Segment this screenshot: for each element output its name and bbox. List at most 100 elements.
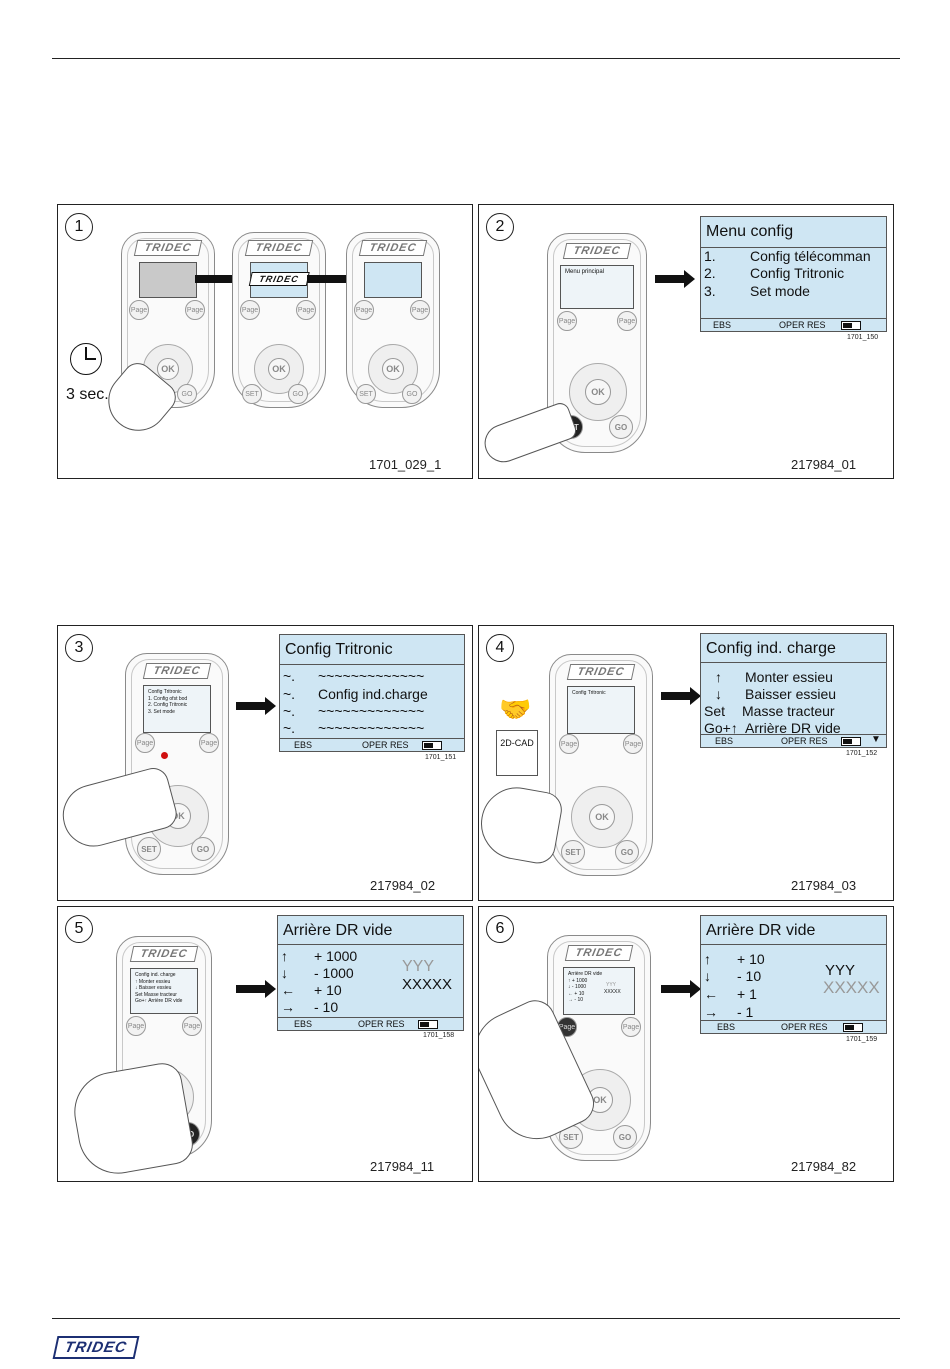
go-button[interactable]: GO <box>609 415 633 439</box>
battery-icon <box>843 1023 863 1032</box>
page-up-button[interactable]: Page <box>240 300 260 320</box>
page-down-button[interactable]: Page <box>199 733 219 753</box>
page-down-button[interactable]: Page <box>623 734 643 754</box>
page-up-button[interactable]: Page <box>557 311 577 331</box>
footer-ebs: EBS <box>294 1019 313 1029</box>
lcd-code: 1701_150 <box>847 334 879 341</box>
lcd-code: 1701_159 <box>846 1036 878 1043</box>
remote-screen: Menu principal <box>560 265 634 309</box>
mini-screen-value: YYY <box>606 982 617 988</box>
lcd-row-label: Arrière DR vide <box>745 720 841 736</box>
scroll-down-icon: ▼ <box>871 734 881 745</box>
page-down-button[interactable]: Page <box>296 300 316 320</box>
set-button[interactable]: SET <box>137 837 161 861</box>
lcd-row-key: ~. <box>283 703 296 719</box>
page-down-button[interactable]: Page <box>617 311 637 331</box>
step-number: 2 <box>486 213 514 241</box>
arrow-icon <box>236 697 276 715</box>
remote-screen: Config ind. charge ↑ Monter essieu ↓ Bai… <box>130 968 198 1014</box>
go-button[interactable]: GO <box>402 384 422 404</box>
panel-6: 6 TRIDEC Arrière DR vide ↑ + 1000 ↓ - 10… <box>478 906 894 1182</box>
page-up-button[interactable]: Page <box>354 300 374 320</box>
footer-oper-res: OPER RES <box>781 1022 828 1032</box>
brand-logo: TRIDEC <box>566 664 636 680</box>
mini-screen-title: Arrière DR vide <box>568 971 603 977</box>
page-up-button[interactable]: Page <box>126 1016 146 1036</box>
lcd-row-label: Config télécomman <box>750 248 871 264</box>
ok-button[interactable]: OK <box>382 358 404 380</box>
ok-button[interactable]: OK <box>268 358 290 380</box>
go-button[interactable]: GO <box>288 384 308 404</box>
clock-icon <box>70 343 102 375</box>
page-up-button[interactable]: Page <box>135 733 155 753</box>
mini-screen-title: Config ind. charge <box>135 972 176 978</box>
ok-button[interactable]: OK <box>589 804 615 830</box>
panel-1: 1 TRIDEC Page Page OK GO TRIDEC TRIDEC P… <box>57 204 473 479</box>
remote-controller: TRIDEC Config Tritronic 1. Config ofst b… <box>125 653 229 875</box>
lcd-code: 1701_152 <box>846 750 878 757</box>
figure-code: 217984_11 <box>370 1159 435 1174</box>
set-button[interactable]: SET <box>356 384 376 404</box>
panel-3: 3 TRIDEC Config Tritronic 1. Config ofst… <box>57 625 473 901</box>
mini-screen-title: Config Tritronic <box>572 690 606 696</box>
remote-screen <box>139 262 197 298</box>
panel-5: 5 TRIDEC Config ind. charge ↑ Monter ess… <box>57 906 473 1182</box>
lcd-footer: EBS OPER RES <box>280 738 464 751</box>
page-up-button[interactable]: Page <box>559 734 579 754</box>
brand-logo: TRIDEC <box>244 240 314 256</box>
brand-logo: TRIDEC <box>142 663 212 679</box>
page-up-button[interactable]: Page <box>129 300 149 320</box>
go-button[interactable]: GO <box>177 384 197 404</box>
lcd-value-top: YYY <box>402 958 435 975</box>
brand-logo: TRIDEC <box>129 946 199 962</box>
lcd-row-label: Config Tritronic <box>750 265 845 281</box>
brand-logo: TRIDEC <box>133 240 203 256</box>
mini-screen-row: ↓ - 1000 <box>568 984 587 990</box>
lcd-row-label: - 1 <box>737 1004 754 1020</box>
lcd-row-label: ~~~~~~~~~~~~~ <box>318 668 425 684</box>
page-down-button[interactable]: Page <box>410 300 430 320</box>
mini-screen-row: 3. Set mode <box>148 708 175 715</box>
panel-2: 2 TRIDEC Menu principal Page Page OK SET… <box>478 204 894 479</box>
remote-screen: Config Tritronic <box>567 686 635 734</box>
set-button[interactable]: SET <box>561 840 585 864</box>
lcd-row-label: Monter essieu <box>745 669 833 685</box>
figure-code: 217984_82 <box>791 1159 857 1174</box>
lcd-row-label: - 10 <box>737 968 762 984</box>
footer-brand-logo: TRIDEC <box>52 1336 140 1359</box>
mini-screen-row: Set Masse tracteur <box>135 991 177 998</box>
battery-icon <box>418 1020 438 1029</box>
lcd-screen: Config ind. charge ↑ Monter essieu ↓ Bai… <box>700 633 887 748</box>
mini-screen-row: 1. Config ofst bod <box>148 695 188 702</box>
page-down-button[interactable]: Page <box>621 1017 641 1037</box>
ok-button[interactable]: OK <box>585 379 611 405</box>
footer-ebs: EBS <box>713 320 732 330</box>
lcd-code: 1701_158 <box>423 1032 455 1039</box>
mini-screen-row: ↑ Monter essieu <box>135 978 171 985</box>
lcd-footer: EBS OPER RES <box>701 1020 886 1033</box>
page-down-button[interactable]: Page <box>185 300 205 320</box>
figure-code: 1701_029_1 <box>369 457 442 472</box>
set-button[interactable]: SET <box>242 384 262 404</box>
figure-code: 217984_01 <box>791 457 857 472</box>
lcd-row-key: ↓ <box>704 968 711 984</box>
ok-button[interactable]: OK <box>157 358 179 380</box>
panel-4: 4 🤝 2D-CAD TRIDEC Config Tritronic Page … <box>478 625 894 901</box>
go-button[interactable]: GO <box>615 840 639 864</box>
page-down-button[interactable]: Page <box>182 1016 202 1036</box>
brand-logo: TRIDEC <box>564 945 634 961</box>
mini-screen-row: 2. Config Tritronic <box>148 702 188 708</box>
mini-screen-title: Config Tritronic <box>148 689 182 695</box>
cad-document-icon: 2D-CAD <box>496 730 538 776</box>
lcd-row-key: ← <box>281 982 295 998</box>
lcd-row-label: - 10 <box>314 999 339 1015</box>
mini-screen-value: XXXXX <box>604 989 621 995</box>
lcd-row-key: Go+↑ <box>704 720 738 736</box>
go-button[interactable]: GO <box>191 837 215 861</box>
lcd-row-key: → <box>704 1004 718 1020</box>
go-button[interactable]: GO <box>613 1125 637 1149</box>
lcd-screen: Menu config 1. Config télécomman 2. Conf… <box>700 216 887 332</box>
lcd-row-label: Masse tracteur <box>742 703 835 719</box>
lcd-row-key: ↑ <box>281 948 288 964</box>
battery-icon <box>841 321 861 330</box>
